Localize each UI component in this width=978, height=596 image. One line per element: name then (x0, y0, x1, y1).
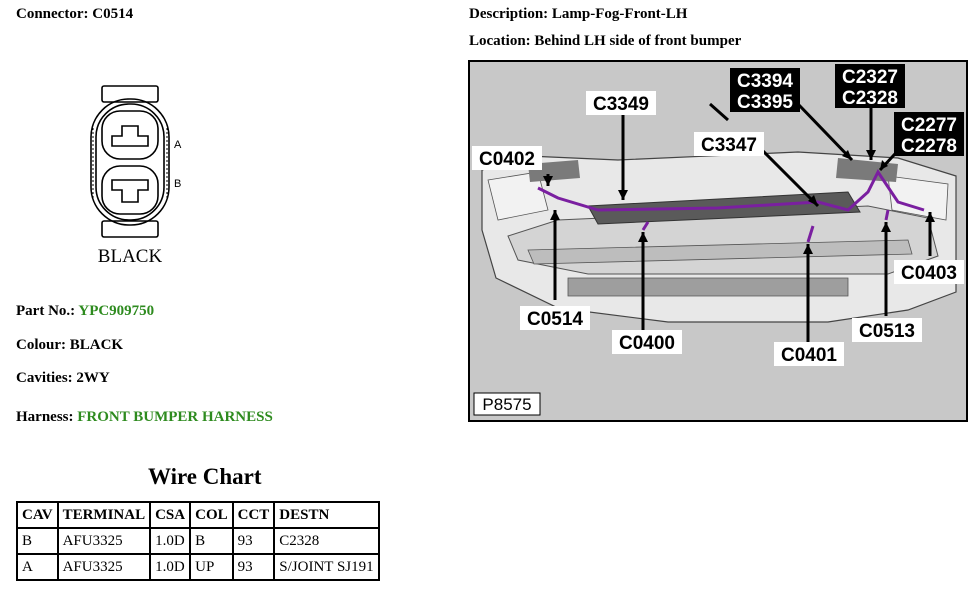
bumper-illustration (481, 151, 957, 323)
colour-value: BLACK (69, 337, 124, 353)
cell-destn: C2328 (273, 527, 380, 555)
description-label: Description: (469, 6, 549, 22)
table-row: B AFU3325 1.0D B 93 C2328 (16, 527, 380, 555)
callout-c3394-c3395: C3394 C3395 (730, 68, 800, 113)
colour-field: Colour: BLACK (16, 337, 123, 354)
cell-col: B (189, 527, 234, 555)
svg-text:C2328: C2328 (842, 88, 898, 109)
header-col: COL (189, 501, 234, 529)
callout-c0514: C0514 (520, 306, 590, 330)
connector-value: C0514 (92, 6, 134, 22)
colour-label: Colour: (16, 337, 66, 353)
description-value: Lamp-Fog-Front-LH (551, 6, 688, 22)
figure-id: P8575 (482, 395, 531, 414)
wire-chart-header-row: CAV TERMINAL CSA COL CCT DESTN (16, 501, 380, 529)
header-csa: CSA (149, 501, 192, 529)
callout-c2277-c2278: C2277 C2278 (894, 112, 964, 157)
cavities-field: Cavities: 2WY (16, 370, 110, 387)
part-no-link[interactable]: YPC909750 (78, 303, 155, 319)
svg-text:C0403: C0403 (901, 263, 957, 284)
figure-id-box: P8575 (473, 392, 541, 416)
svg-text:C2327: C2327 (842, 67, 898, 88)
description-field: Description: Lamp-Fog-Front-LH (469, 6, 687, 23)
connector-field: Connector: C0514 (16, 6, 133, 23)
header-terminal: TERMINAL (56, 501, 152, 529)
cell-cav: A (16, 553, 59, 581)
callout-c0401: C0401 (774, 342, 844, 366)
callout-c0513: C0513 (852, 318, 922, 342)
connector-face-drawing: A B BLACK (90, 85, 182, 267)
svg-text:C2277: C2277 (901, 115, 957, 136)
location-label: Location: (469, 33, 531, 49)
cell-cct: 93 (231, 527, 276, 555)
callout-c0400: C0400 (612, 330, 682, 354)
wire-chart-title: Wire Chart (148, 464, 262, 489)
svg-text:C3394: C3394 (737, 71, 793, 92)
part-no-field: Part No.: YPC909750 (16, 303, 154, 320)
header-cav: CAV (16, 501, 59, 529)
cavities-label: Cavities: (16, 370, 73, 386)
svg-text:C3395: C3395 (737, 92, 793, 113)
svg-text:C0514: C0514 (527, 309, 583, 330)
drawing-colour-label: BLACK (98, 246, 163, 267)
cell-col: UP (189, 553, 234, 581)
harness-route (537, 169, 925, 212)
header-cct: CCT (231, 501, 276, 529)
svg-text:C3349: C3349 (593, 94, 649, 115)
harness-branch (641, 209, 890, 243)
location-value: Behind LH side of front bumper (534, 33, 742, 49)
cell-terminal: AFU3325 (56, 527, 152, 555)
harness-label: Harness: (16, 409, 74, 425)
location-field: Location: Behind LH side of front bumper (469, 33, 741, 50)
wire-chart-table: CAV TERMINAL CSA COL CCT DESTN B AFU3325… (16, 501, 380, 581)
callout-c3349: C3349 (586, 91, 656, 115)
table-row: A AFU3325 1.0D UP 93 S/JOINT SJ191 (16, 553, 380, 581)
harness-link[interactable]: FRONT BUMPER HARNESS (77, 409, 273, 425)
svg-text:C0402: C0402 (479, 149, 535, 170)
harness-field: Harness: FRONT BUMPER HARNESS (16, 409, 273, 426)
connector-label: Connector: (16, 6, 89, 22)
callout-c3347: C3347 (694, 132, 764, 156)
cell-cct: 93 (231, 553, 276, 581)
pin-a-label: A (174, 139, 182, 151)
svg-text:C0513: C0513 (859, 321, 915, 342)
pin-b-label: B (174, 178, 181, 190)
callout-c0402: C0402 (472, 146, 542, 170)
connector-location-diagram: C3394 C3395 C2327 C2328 C2277 C2278 C334… (468, 60, 968, 422)
cell-destn: S/JOINT SJ191 (273, 553, 380, 581)
svg-text:C0401: C0401 (781, 345, 837, 366)
cell-csa: 1.0D (149, 527, 192, 555)
part-no-label: Part No.: (16, 303, 76, 319)
callout-c2327-c2328: C2327 C2328 (835, 64, 905, 109)
svg-text:C3347: C3347 (701, 135, 757, 156)
svg-text:C0400: C0400 (619, 333, 675, 354)
svg-text:C2278: C2278 (901, 136, 957, 157)
cell-terminal: AFU3325 (56, 553, 152, 581)
cell-csa: 1.0D (149, 553, 192, 581)
cavities-value: 2WY (76, 370, 110, 386)
callout-c0403: C0403 (894, 260, 964, 284)
header-destn: DESTN (273, 501, 380, 529)
cell-cav: B (16, 527, 59, 555)
